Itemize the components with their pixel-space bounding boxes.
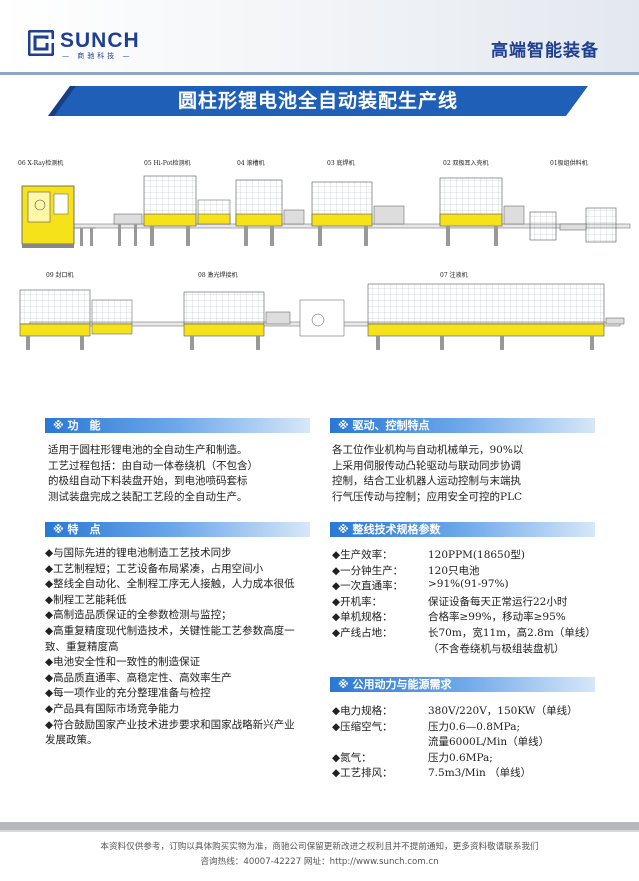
spec-key: ◆开机率：: [332, 595, 383, 608]
utility-row: ◆工艺排风： 7.5m3/Min （单线）: [332, 765, 617, 781]
page-header: [0, 0, 639, 72]
drive-line: 各工位作业机构与自动机械单元，90%以: [332, 444, 524, 456]
machine-05-hipot: [113, 175, 231, 246]
feature-item: 致、重复精度高: [45, 640, 119, 653]
spec-value: 长70m，宽11m，高2.8m（单线）: [428, 626, 596, 639]
utility-value: 7.5m3/Min （单线）: [428, 767, 532, 780]
spec-row: ◆一分钟生产： 120只电池: [332, 563, 617, 579]
footer-disclaimer: 本资料仅供参考，订购以具体购买实物为准，商驰公司保留更新改进之权利且并不提前通知…: [100, 842, 539, 852]
function-line: 的极组自动下料装盘开始，到电池喷码套标: [48, 475, 248, 487]
spec-row: ◆单机规格： 合格率≥99%，移动率≥95%: [332, 609, 617, 625]
section-features-heading: ※ 特 点: [45, 522, 310, 537]
feature-item: ◆整线全自动化、全制程工序无人接触，人力成本很低: [45, 578, 295, 591]
machine-02-tab-insert: [439, 177, 525, 246]
function-line: 测试装盘完成之装配工艺段的全自动生产。: [48, 490, 248, 503]
function-line: 适用于圆柱形锂电池的全自动生产和制造。: [48, 444, 248, 456]
section-utilities-heading: ※ 公用动力与能源需求: [330, 677, 595, 692]
page-title: 圆柱形锂电池全自动装配生产线: [177, 90, 458, 112]
spec-row: ◆产线占地： 长70m，宽11m，高2.8m（单线）: [332, 625, 617, 641]
spec-value: >91%(91-97%): [428, 578, 509, 591]
label-machine-01: 01极组供料机: [550, 160, 588, 167]
spec-row: （不含卷绕机与极组装盘机）: [332, 641, 617, 657]
section-specs-heading: ※ 整线技术规格参数: [330, 522, 595, 537]
company-logo: SUNCH — 商驰科技 —: [28, 30, 158, 64]
utility-value: 流量6000L/Min（单线）: [428, 736, 550, 749]
spec-row: ◆一次直通率： >91%(91-97%): [332, 578, 617, 594]
function-line: 工艺过程包括：由自动一体卷绕机（不包含）: [48, 459, 258, 472]
machine-06-xray: [21, 185, 96, 248]
spec-key: ◆产线占地：: [332, 626, 393, 639]
utility-value: 压力0.6—0.8MPa;: [428, 720, 521, 733]
spec-value: （不含卷绕机与极组装盘机）: [428, 642, 565, 655]
spec-key: ◆一分钟生产：: [332, 564, 404, 577]
label-machine-09: 09 封口机: [46, 272, 74, 279]
spec-value: 保证设备每天正常运行22小时: [428, 595, 568, 608]
machine-08-laser: [183, 291, 345, 350]
spec-key: ◆单机规格：: [332, 611, 393, 624]
sunch-logo-icon: [28, 30, 54, 56]
utility-key: ◆工艺排风：: [332, 767, 393, 780]
logo-subtitle: — 商驰科技 —: [62, 52, 133, 60]
machine-03-bottom-weld: [311, 181, 405, 246]
utility-key: ◆压缩空气：: [332, 720, 393, 733]
utility-key: ◆电力规格：: [332, 705, 393, 717]
machine-09-sealing: [19, 289, 133, 350]
spec-value: 合格率≥99%，移动率≥95%: [428, 611, 566, 624]
spec-row: ◆生产效率： 120PPM(18650型): [332, 547, 617, 563]
label-machine-04: 04 滚槽机: [237, 160, 265, 167]
feature-item: ◆高制造品质保证的全参数检测与监控；: [45, 609, 232, 622]
header-slogan: 高端智能装备: [491, 41, 599, 61]
label-machine-08: 08 激光焊接机: [198, 272, 238, 279]
drive-line: 行气压传动与控制；应用安全可控的PLC: [332, 490, 523, 503]
drive-text: 各工位作业机构与自动机械单元，90%以 上采用伺服传动凸轮驱动与联动同步协调 控…: [332, 443, 602, 505]
machine-01-feeder: [529, 207, 617, 243]
production-line-illustration: [19, 175, 631, 350]
utility-row: ◆电力规格： 380V/220V，150KW（单线）: [332, 703, 617, 719]
label-machine-06: 06 X-Ray检测机: [18, 160, 64, 167]
feature-item: ◆高重复精度现代制造技术，关键性能工艺参数高度一: [45, 624, 295, 637]
machine-04-groove: [235, 179, 305, 246]
drive-line: 控制，结合工业机器人运动控制与末端执: [332, 475, 521, 487]
section-drive-heading: ※ 驱动、控制特点: [330, 418, 595, 433]
section-function-heading: ※ 功 能: [45, 418, 310, 433]
feature-item: ◆高品质直通率、高稳定性、高效率生产: [45, 671, 232, 684]
footer-divider-thin: [0, 830, 639, 832]
feature-item: ◆制程工艺能耗低: [45, 593, 127, 606]
drive-line: 上采用伺服传动凸轮驱动与联动同步协调: [332, 459, 521, 472]
utility-key: ◆氮气：: [332, 751, 372, 764]
machine-07-injection: [367, 283, 625, 350]
footer-divider: [0, 822, 639, 830]
feature-item: ◆每一项作业的充分整理准备与检控: [45, 687, 211, 700]
spec-row: ◆开机率： 保证设备每天正常运行22小时: [332, 594, 617, 610]
banner-shape: [48, 86, 588, 116]
spec-value: 120PPM(18650型): [428, 549, 526, 561]
function-text: 适用于圆柱形锂电池的全自动生产和制造。 工艺过程包括：由自动一体卷绕机（不包含）…: [48, 443, 318, 505]
spec-value: 120只电池: [428, 564, 480, 577]
logo-name: SUNCH: [60, 29, 140, 52]
spec-key: ◆生产效率：: [332, 549, 393, 561]
feature-item: ◆工艺制程短；工艺设备布局紧凑，占用空间小: [45, 562, 264, 575]
features-list: ◆与国际先进的锂电池制造工艺技术同步 ◆工艺制程短；工艺设备布局紧凑，占用空间小…: [45, 546, 320, 749]
label-machine-05: 05 Hi-Pot检测机: [144, 160, 191, 167]
spec-key: ◆一次直通率：: [332, 580, 404, 593]
utilities-table: ◆电力规格： 380V/220V，150KW（单线） ◆压缩空气： 压力0.6—0.…: [332, 703, 617, 781]
feature-item: 发展政策。: [45, 734, 98, 747]
utility-row: 流量6000L/Min（单线）: [332, 734, 617, 750]
label-machine-02: 02 双极耳入壳机: [443, 160, 489, 167]
title-banner: 圆柱形锂电池全自动装配生产线: [48, 86, 588, 116]
footer-contact: 咨询热线：40007-42227 网址：http://www.sunch.com…: [200, 857, 439, 867]
feature-item: ◆符合鼓励国家产业技术进步要求和国家战略新兴产业: [45, 718, 295, 731]
label-machine-07: 07 注液机: [440, 272, 468, 279]
utility-value: 压力0.6MPa;: [428, 751, 493, 764]
label-machine-03: 03 底焊机: [327, 160, 355, 167]
specs-table: ◆生产效率： 120PPM(18650型) ◆一分钟生产： 120只电池 ◆一次直通…: [332, 547, 617, 656]
utility-row: ◆压缩空气： 压力0.6—0.8MPa;: [332, 719, 617, 735]
feature-item: ◆产品具有国际市场竞争能力: [45, 702, 180, 715]
utility-value: 380V/220V，150KW（单线）: [428, 705, 578, 717]
utility-row: ◆氮气： 压力0.6MPa;: [332, 750, 617, 766]
header-divider: [0, 72, 639, 75]
feature-item: ◆与国际先进的锂电池制造工艺技术同步: [45, 547, 232, 559]
feature-item: ◆电池安全性和一致性的制造保证: [45, 656, 201, 669]
